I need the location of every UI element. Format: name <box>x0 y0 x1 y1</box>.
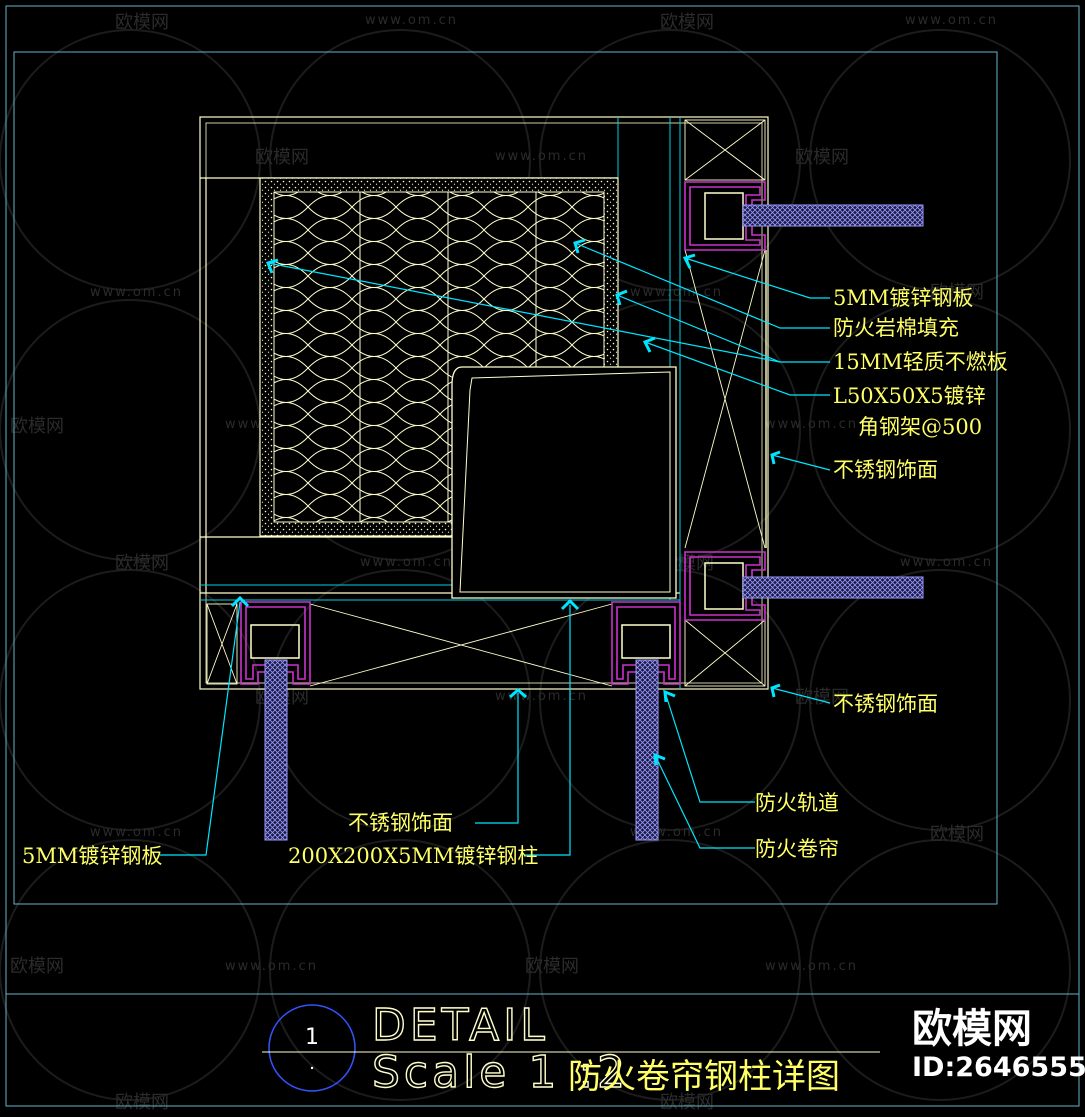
watermark-url: www.om.cn <box>765 417 858 432</box>
watermark-url: www.om.cn <box>495 689 588 704</box>
brand-name: 欧模网 <box>912 1006 1032 1052</box>
detail-number: 1 <box>305 1025 319 1050</box>
watermark-brand: 欧模网 <box>660 12 714 33</box>
right-cavity <box>684 119 767 687</box>
detail-word: DETAIL <box>372 1000 549 1051</box>
watermark-brand: 欧模网 <box>115 1092 169 1112</box>
fire-track-bottom-left <box>240 601 311 685</box>
fire-curtain-right-bottom <box>742 576 924 599</box>
scale-text: Scale 1 :2 <box>372 1047 629 1098</box>
watermark-brand: 欧模网 <box>930 282 984 303</box>
fire-curtain-bottom-left <box>264 659 288 841</box>
watermark-url: www.om.cn <box>360 555 453 570</box>
watermark-brand: 欧模网 <box>930 824 984 845</box>
drawing-title: 防火卷帘钢柱详图 <box>568 1057 840 1097</box>
fire-curtain-bottom-center <box>635 659 659 841</box>
leader-arrows <box>230 238 781 766</box>
label-galvanized-plate-left: 5MM镀锌钢板 <box>22 844 162 868</box>
detail-number-circle <box>268 1004 356 1092</box>
brand-id: ID:2646555 <box>912 1052 1085 1083</box>
watermark-url: www.om.cn <box>495 149 588 164</box>
label-rock-wool: 防火岩棉填充 <box>833 316 959 340</box>
label-stainless-facing-2: 不锈钢饰面 <box>833 692 938 716</box>
watermark-brand: 欧模网 <box>115 553 169 574</box>
watermark-url: www.om.cn <box>905 13 998 28</box>
watermark-url: www.om.cn <box>765 959 858 974</box>
fire-curtain-right-top <box>742 204 924 227</box>
steel-column <box>451 366 677 599</box>
watermark-brand: 欧模网 <box>795 147 849 168</box>
label-fire-curtain: 防火卷帘 <box>755 837 839 861</box>
label-stainless-facing-1: 不锈钢饰面 <box>833 458 938 482</box>
label-fire-track: 防火轨道 <box>755 791 839 815</box>
watermark-url: www.om.cn <box>90 285 183 300</box>
sheet-frames <box>5 5 1080 1107</box>
bottom-cavity <box>206 603 613 687</box>
label-angle-steel-line1: L50X50X5镀锌 <box>833 384 986 408</box>
label-galvanized-plate-right: 5MM镀锌钢板 <box>833 286 973 310</box>
watermark-brand: 欧模网 <box>10 416 64 437</box>
watermark-text: 欧模网 www.om.cn 欧模网 www.om.cn 欧模网 www.om.c… <box>10 12 998 1113</box>
label-stainless-facing-3: 不锈钢饰面 <box>348 811 453 835</box>
label-steel-column: 200X200X5MM镀锌钢柱 <box>288 844 538 868</box>
brand-block: 欧模网 ID:2646555 <box>912 1006 1085 1083</box>
watermark-brand: 欧模网 <box>115 12 169 33</box>
watermark-url: www.om.cn <box>365 13 458 28</box>
watermark-url: www.om.cn <box>900 555 993 570</box>
watermark-brand: 欧模网 <box>255 147 309 168</box>
fire-track-bottom-center <box>611 601 681 685</box>
label-angle-steel-line2: 角钢架@500 <box>858 415 982 439</box>
label-non-combustible-board: 15MM轻质不燃板 <box>833 350 1008 374</box>
watermark-brand: 欧模网 <box>10 956 64 977</box>
fire-track-bottom-right <box>684 551 766 621</box>
watermark-url: www.om.cn <box>630 285 723 300</box>
watermark-url: www.om.cn <box>90 825 183 840</box>
fire-track-top-right <box>684 181 766 251</box>
leader-lines <box>160 242 831 856</box>
title-block: 1 DETAIL Scale 1 :2 防火卷帘钢柱详图 <box>262 999 880 1099</box>
watermark-brand: 欧模网 <box>525 956 579 977</box>
annotation-labels: 5MM镀锌钢板 防火岩棉填充 15MM轻质不燃板 L50X50X5镀锌 角钢架@… <box>22 286 1008 868</box>
watermark-brand: 欧模网 <box>660 1092 714 1112</box>
watermark-brand: 欧模网 <box>795 687 849 708</box>
watermark-url: www.om.cn <box>225 959 318 974</box>
